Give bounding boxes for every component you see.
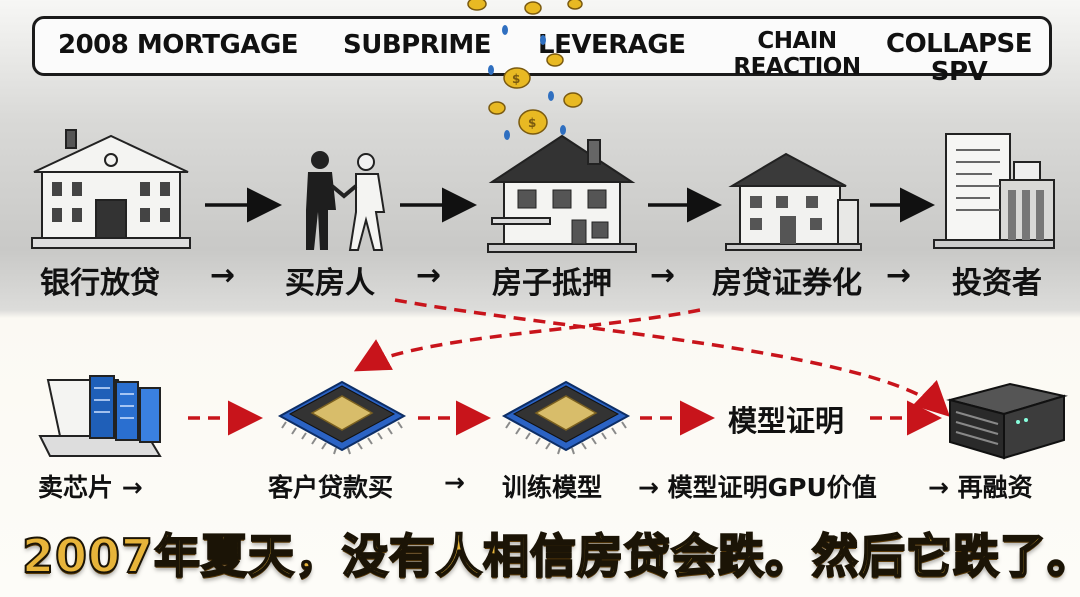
server-icon (946, 382, 1068, 460)
arrow-top-2: → (416, 258, 442, 293)
banner-collapse-line1: COLLAPSE (886, 29, 1032, 59)
arrow-top-1: → (210, 258, 236, 293)
banner-chain-line1: CHAIN (757, 28, 837, 54)
headline: 2007年夏天，没有人相信房贷会跌。然后它跌了。 (21, 528, 1080, 584)
banner-collapse-spv: COLLAPSE SPV (884, 30, 1034, 86)
label-mortgage: 房子抵押 (492, 266, 612, 301)
label-sell-chips: 卖芯片 → (38, 473, 143, 502)
label-securitization: 房贷证券化 (712, 266, 862, 301)
bank-icon (31, 129, 191, 249)
banner-leverage: LEVERAGE (538, 30, 686, 60)
label-model-proof: 模型证明 (728, 404, 845, 438)
topic-banner (32, 16, 1052, 76)
banner-subprime: SUBPRIME (343, 30, 492, 60)
banner-collapse-line2: SPV (930, 57, 988, 87)
label-refinance: → 再融资 (928, 473, 1033, 502)
banner-chain-line2: REACTION (733, 54, 861, 80)
house-icon (725, 152, 862, 251)
arrow-top-3: → (650, 258, 676, 293)
banner-chain-reaction: CHAIN REACTION (722, 28, 872, 80)
svg-text:$: $ (528, 116, 536, 130)
arrow-bottom-1: → (444, 468, 465, 497)
laptop-server-icon (38, 375, 162, 457)
label-prove-gpu-value: → 模型证明GPU价值 (638, 473, 877, 502)
handshake-icon (306, 151, 386, 251)
label-customer-loans: 客户贷款买 (268, 473, 394, 502)
chip-icon (277, 380, 407, 455)
banner-2008-mortgage: 2008 MORTGAGE (58, 30, 299, 60)
label-investors: 投资者 (952, 266, 1042, 301)
coins-icon: $ $ (467, 0, 583, 140)
house-large-icon (487, 134, 637, 253)
label-bank-lending: 银行放贷 (40, 266, 160, 301)
document-building-icon (933, 133, 1055, 249)
label-home-buyer: 买房人 (285, 266, 375, 301)
arrow-top-4: → (886, 258, 912, 293)
svg-text:$: $ (512, 72, 520, 86)
chip-icon (501, 380, 631, 455)
label-train-model: 训练模型 (502, 473, 603, 502)
